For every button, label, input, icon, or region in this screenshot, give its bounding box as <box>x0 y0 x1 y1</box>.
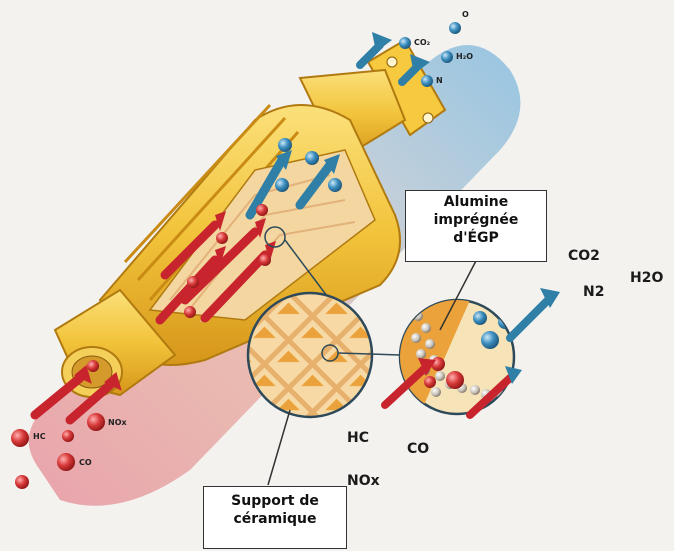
alumina-zoom <box>385 288 560 415</box>
alumina-line-2: imprégnée <box>406 211 546 229</box>
co-molecule <box>57 453 75 471</box>
detail-h2o-label: H2O <box>630 270 663 286</box>
ceramic-callout-box: Support de céramique <box>203 486 347 549</box>
h2o-molecule <box>441 51 453 63</box>
outlet-co2-label: CO₂ <box>414 38 430 47</box>
inlet-hc-label: HC <box>33 432 46 441</box>
inlet-nox-label: NOx <box>108 418 127 427</box>
ceramic-support-zoom <box>248 293 400 417</box>
detail-co-label: CO <box>407 441 429 457</box>
outlet-h2o-label: H₂O <box>456 52 473 61</box>
alumina-callout-box: Alumine imprégnée d'ÉGP <box>405 190 547 262</box>
alumina-line-3: d'ÉGP <box>406 229 546 247</box>
ceramic-line-1: Support de <box>204 492 346 510</box>
inlet-co-label: CO <box>79 458 92 467</box>
ceramic-line-2: céramique <box>204 510 346 528</box>
detail-co2-label: CO2 <box>568 248 600 264</box>
detail-n2-label: N2 <box>583 284 604 300</box>
detail-nox-label: NOx <box>347 473 380 489</box>
nox-molecule <box>87 413 105 431</box>
ceramic-leader-line <box>268 410 290 485</box>
alumina-line-1: Alumine <box>406 193 546 211</box>
co2-molecule <box>399 37 411 49</box>
hc-molecule <box>11 429 29 447</box>
n-molecule <box>421 75 433 87</box>
outlet-n-label: N <box>436 76 443 85</box>
detail-hc-label: HC <box>347 430 369 446</box>
outlet-o-label: O <box>462 10 469 19</box>
